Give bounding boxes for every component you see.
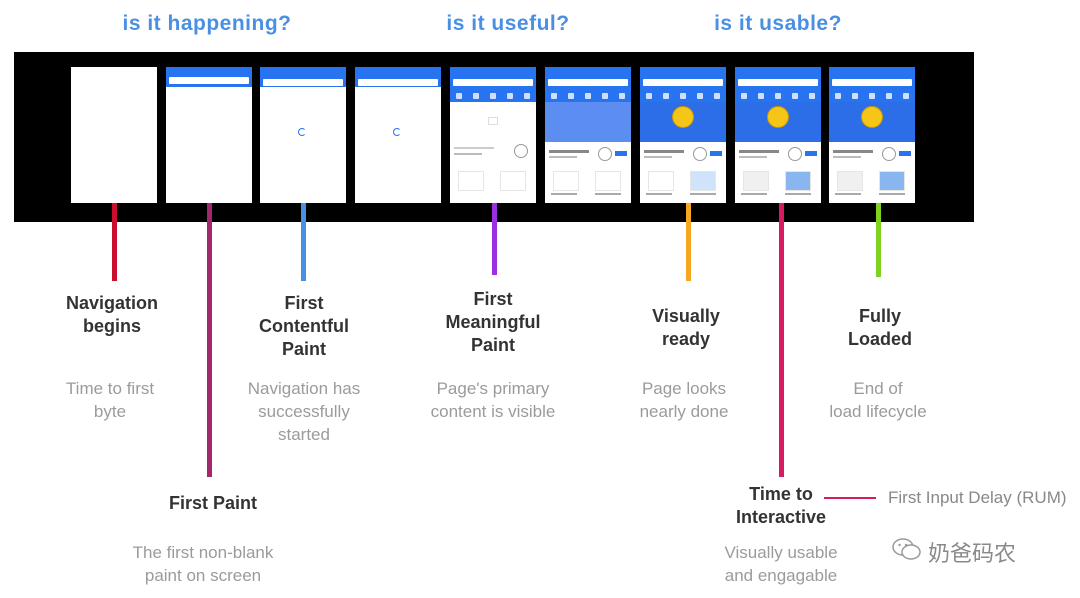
milestone-title-fully-loaded: Fully Loaded <box>847 306 913 349</box>
question-useful: is it useful? <box>446 12 570 35</box>
marker-fully-loaded <box>876 203 881 277</box>
milestone-desc-first-paint: The first non-blank paint on screen <box>132 543 274 585</box>
marker-navigation-begins <box>112 203 117 281</box>
milestone-desc-fully-loaded: End of load lifecycle <box>829 379 927 421</box>
fid-connector-line <box>824 497 876 499</box>
milestone-desc-time-to-interactive: Visually usable and engagable <box>724 543 838 585</box>
frame-4-spinner <box>355 67 441 203</box>
milestone-title-navigation-begins: Navigation begins <box>65 293 159 336</box>
frame-7-banner-images <box>640 67 726 203</box>
milestone-desc-visually-ready: Page looks nearly done <box>639 379 729 421</box>
frame-9-banner-images <box>829 67 915 203</box>
milestone-title-first-paint: First Paint <box>168 493 258 513</box>
frame-3-spinner <box>260 67 346 203</box>
frame-6-banner <box>545 67 631 203</box>
frame-1-blank <box>71 67 157 203</box>
milestone-desc-first-meaningful-paint: Page's primary content is visible <box>430 379 556 421</box>
marker-time-to-interactive <box>779 203 784 477</box>
marker-first-contentful-paint <box>301 203 306 281</box>
frame-2-header <box>166 67 252 203</box>
marker-first-meaningful-paint <box>492 203 497 275</box>
milestone-title-first-meaningful-paint: First Meaningful Paint <box>445 289 541 355</box>
milestone-desc-first-contentful-paint: Navigation has successfully started <box>247 379 361 444</box>
question-happening: is it happening? <box>122 12 292 35</box>
question-usable: is it usable? <box>714 12 842 35</box>
marker-visually-ready <box>686 203 691 281</box>
frame-5-categories <box>450 67 536 203</box>
wechat-icon <box>892 538 921 560</box>
frame-8-banner-images <box>735 67 821 203</box>
marker-first-paint <box>207 203 212 477</box>
milestone-title-time-to-interactive: Time to Interactive <box>735 484 827 527</box>
milestone-desc-navigation-begins: Time to first byte <box>65 379 155 421</box>
milestone-title-visually-ready: Visually ready <box>652 306 720 349</box>
milestone-title-first-contentful-paint: First Contentful Paint <box>259 293 349 359</box>
fid-label: First Input Delay (RUM) <box>888 488 1067 507</box>
watermark-text: 奶爸码农 <box>928 542 1017 567</box>
